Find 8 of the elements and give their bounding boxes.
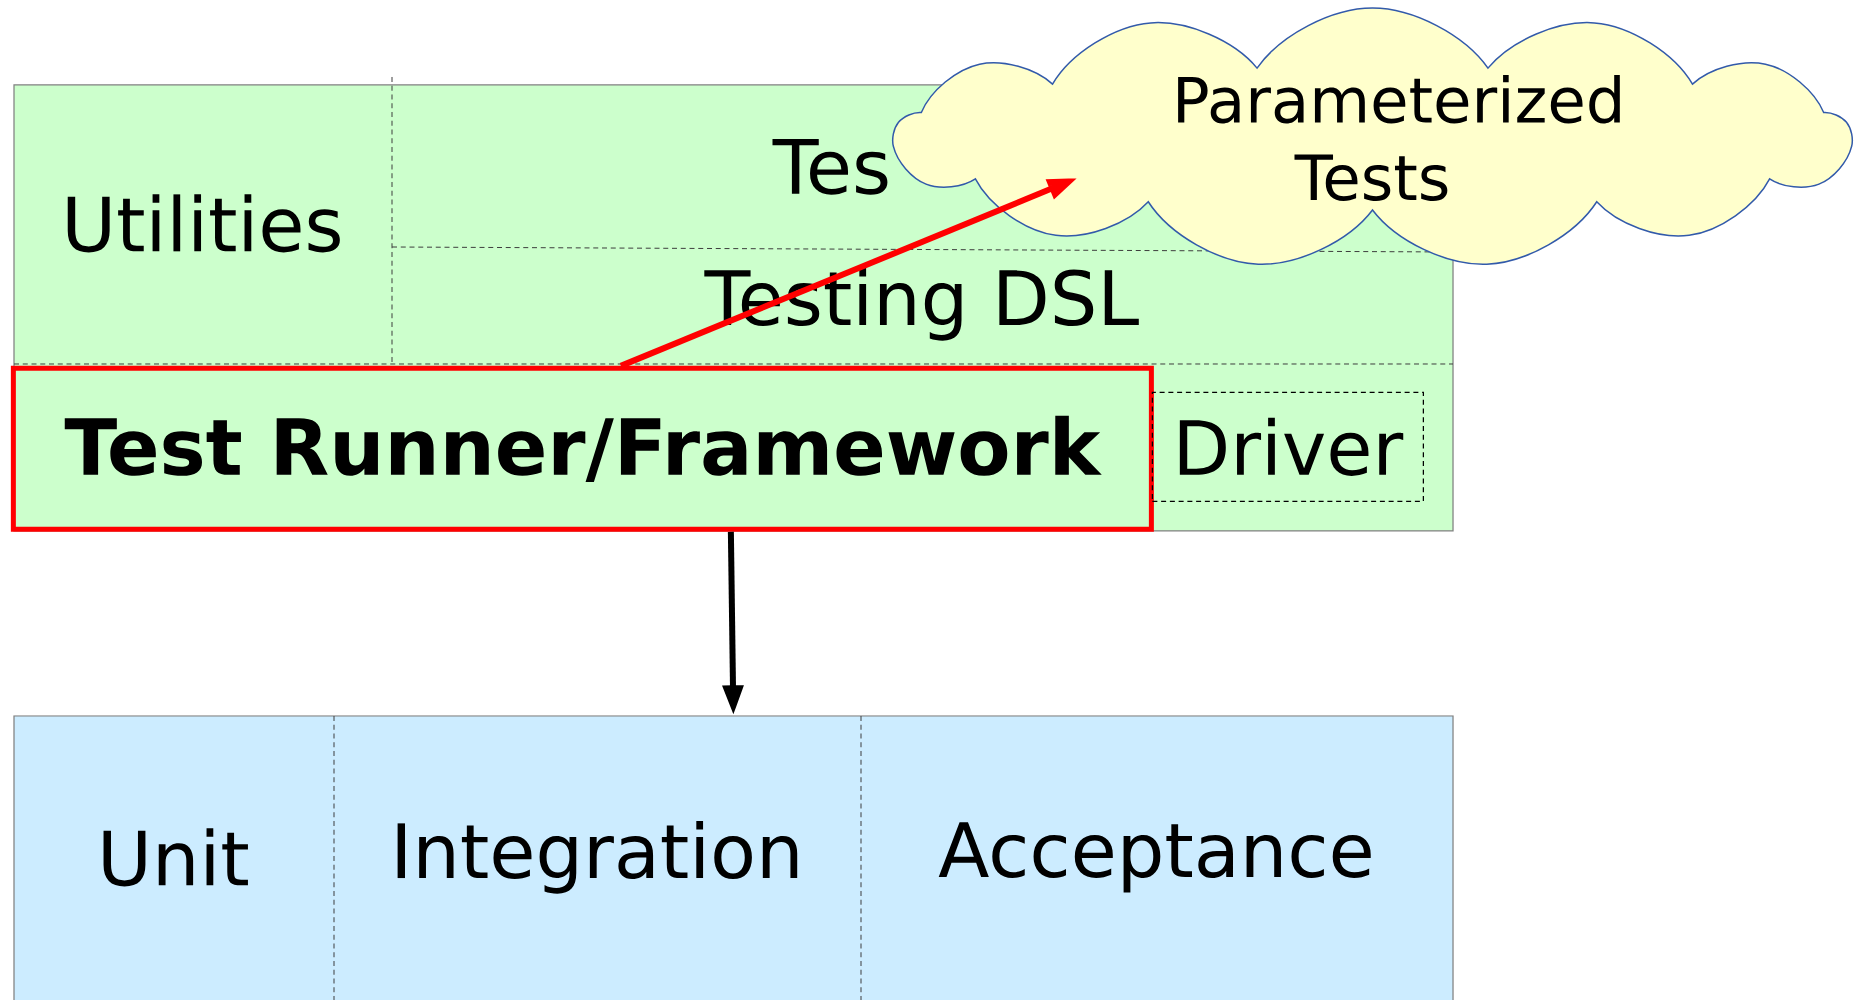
- cell-label: Integration: [397, 821, 798, 894]
- cell-label: Tes: [772, 139, 888, 195]
- cell-label: Acceptance: [938, 822, 1371, 893]
- layer-box: [13, 715, 1454, 1000]
- cell-label: Utilities: [67, 194, 340, 253]
- highlighted-box: Test Runner/Framework: [10, 365, 1154, 532]
- cell-label: Unit: [103, 828, 248, 887]
- dashed-box: Driver: [1151, 391, 1424, 502]
